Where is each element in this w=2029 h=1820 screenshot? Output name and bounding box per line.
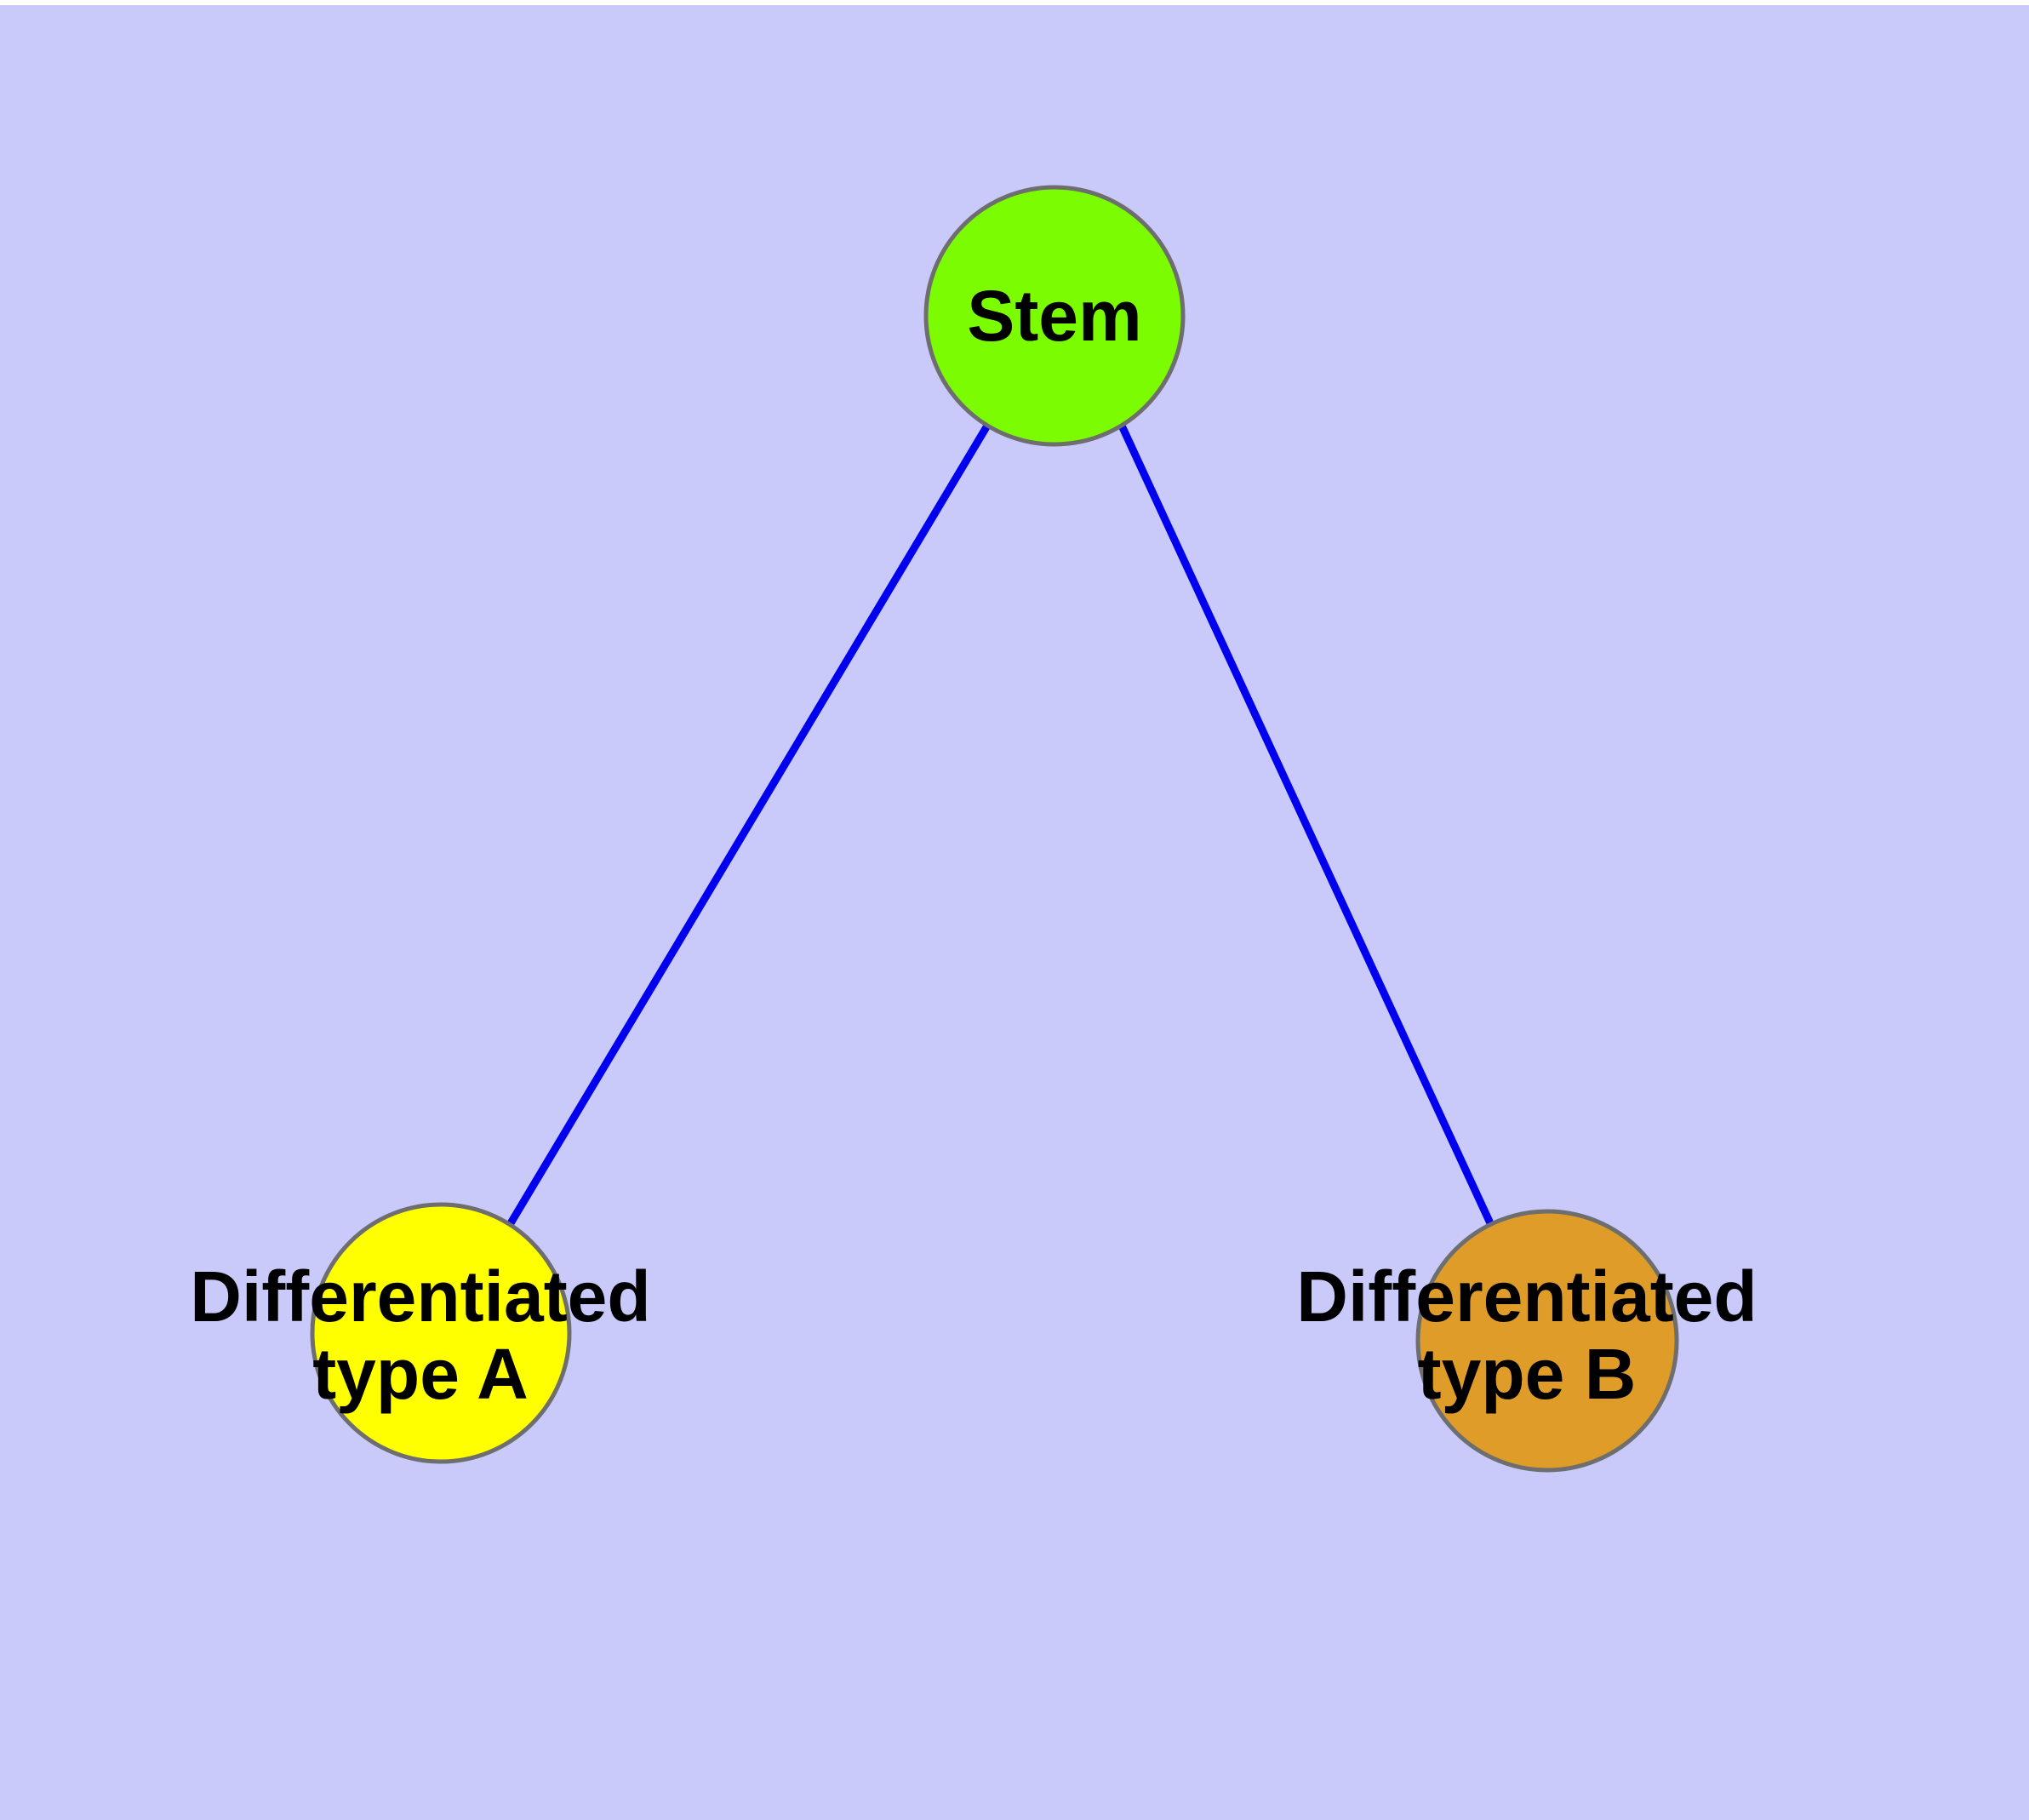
- node-label-line: type B: [1418, 1334, 1637, 1414]
- node-stem-circle[interactable]: [923, 185, 1186, 447]
- nodes-group: [310, 185, 1679, 1473]
- node-differentiated-type-a-circle[interactable]: [310, 1202, 572, 1464]
- node-stem-label: Stem: [967, 276, 1141, 356]
- node-label-line: Differentiated: [190, 1256, 650, 1336]
- node-label-line: Stem: [967, 276, 1141, 356]
- edge-stem-to-differentiated-type-a[interactable]: [507, 423, 991, 1226]
- node-differentiated-type-b-circle[interactable]: [1415, 1209, 1679, 1473]
- node-label-line: type A: [312, 1334, 529, 1414]
- top-margin-strip: [0, 0, 2029, 5]
- edges-group: [507, 423, 1495, 1226]
- edge-stem-to-differentiated-type-b[interactable]: [1117, 424, 1495, 1225]
- node-label-line: Differentiated: [1296, 1256, 1757, 1336]
